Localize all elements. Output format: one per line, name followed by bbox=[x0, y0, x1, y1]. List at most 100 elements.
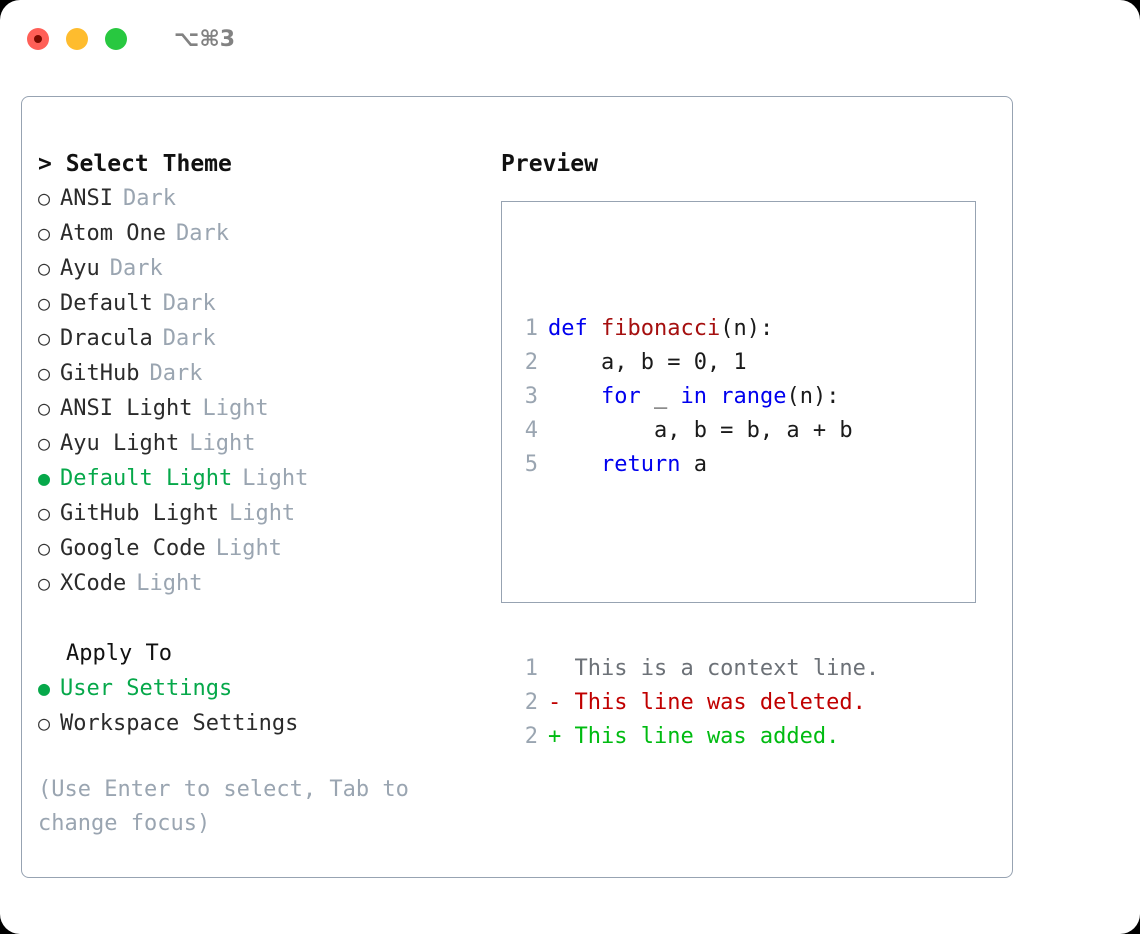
theme-option-label: Ayu bbox=[60, 256, 100, 281]
close-icon bbox=[34, 35, 42, 43]
close-button[interactable] bbox=[27, 28, 49, 50]
theme-option-label: ANSI Light bbox=[60, 396, 193, 421]
diff-text: - This line was deleted. bbox=[548, 690, 866, 715]
theme-option-kind: Dark bbox=[175, 221, 229, 246]
radio-unselected-icon: ○ bbox=[38, 396, 51, 420]
theme-option-kind: Dark bbox=[149, 361, 203, 386]
code-token: (n): bbox=[786, 384, 840, 409]
apply-to-title: Apply To bbox=[66, 641, 172, 666]
apply-to-option-user-settings[interactable]: ● User Settings bbox=[38, 671, 478, 706]
theme-option-ansi-light[interactable]: ○ ANSI Light Light bbox=[38, 391, 478, 426]
theme-option-label: ANSI bbox=[60, 186, 113, 211]
radio-selected-icon: ● bbox=[38, 466, 51, 490]
radio-unselected-icon: ○ bbox=[38, 431, 51, 455]
code-blank-line bbox=[516, 550, 879, 584]
radio-unselected-icon: ○ bbox=[38, 571, 51, 595]
keyboard-hint: (Use Enter to select, Tab to change focu… bbox=[38, 777, 409, 836]
theme-option-google-code[interactable]: ○ Google Code Light bbox=[38, 531, 478, 566]
radio-unselected-icon: ○ bbox=[38, 361, 51, 385]
theme-option-label: Google Code bbox=[60, 536, 206, 561]
apply-to-option-list: ● User Settings ○Workspace Settings bbox=[38, 671, 478, 741]
diff-line: 1 This is a context line. bbox=[516, 652, 879, 686]
line-number: 2 bbox=[524, 690, 538, 715]
code-token: for bbox=[600, 384, 641, 409]
theme-option-label: XCode bbox=[60, 571, 127, 596]
code-token: return bbox=[600, 452, 681, 477]
theme-option-label: Dracula bbox=[60, 326, 153, 351]
code-token: _ bbox=[640, 384, 681, 409]
theme-option-default-light[interactable]: ● Default Light Light bbox=[38, 461, 478, 496]
theme-option-label: Ayu Light bbox=[60, 431, 180, 456]
apply-to-option-label: Workspace Settings bbox=[60, 711, 299, 736]
theme-option-kind: Light bbox=[228, 501, 296, 526]
minimize-button[interactable] bbox=[66, 28, 88, 50]
theme-option-kind: Dark bbox=[162, 326, 216, 351]
code-token bbox=[548, 452, 601, 477]
code-token: (n): bbox=[720, 316, 774, 341]
theme-option-label: GitHub Light bbox=[60, 501, 219, 526]
code-token: a, b = 0, 1 bbox=[548, 350, 747, 375]
theme-option-ayu[interactable]: ○ Ayu Dark bbox=[38, 251, 478, 286]
line-number: 1 bbox=[524, 316, 538, 341]
keyboard-shortcut-label: ⌥⌘3 bbox=[174, 26, 236, 52]
diff-line: 2 - This line was deleted. bbox=[516, 686, 879, 720]
theme-option-xcode[interactable]: ○ XCode Light bbox=[38, 566, 478, 601]
spacer bbox=[38, 601, 478, 637]
radio-unselected-icon: ○ bbox=[38, 186, 51, 210]
code-token: def bbox=[548, 316, 601, 341]
apply-to-option-workspace-settings[interactable]: ○Workspace Settings bbox=[38, 706, 478, 741]
page-title: > Select Theme bbox=[38, 151, 232, 177]
radio-unselected-icon: ○ bbox=[38, 536, 51, 560]
code-token: a, b = b, a + b bbox=[548, 418, 853, 443]
maximize-button[interactable] bbox=[105, 28, 127, 50]
code-line: 4 a, b = b, a + b bbox=[516, 414, 879, 448]
radio-unselected-icon: ○ bbox=[38, 221, 51, 245]
preview-title: Preview bbox=[501, 151, 598, 177]
line-number: 5 bbox=[524, 452, 538, 477]
apply-to-option-label: User Settings bbox=[60, 676, 233, 701]
theme-option-kind: Light bbox=[202, 396, 269, 421]
theme-option-kind: Light bbox=[189, 431, 256, 456]
code-line: 2 a, b = 0, 1 bbox=[516, 346, 879, 380]
theme-option-ansi[interactable]: ○ ANSI Dark bbox=[38, 181, 478, 216]
theme-option-github[interactable]: ○ GitHub Dark bbox=[38, 356, 478, 391]
theme-option-kind: Dark bbox=[162, 291, 216, 316]
diff-lines: 1 This is a context line. 2 - This line wa… bbox=[516, 652, 879, 754]
theme-option-label: Default Light bbox=[60, 466, 233, 491]
theme-option-kind: Light bbox=[136, 571, 203, 596]
radio-unselected-icon: ○ bbox=[38, 291, 51, 315]
code-line: 5 return a bbox=[516, 448, 879, 482]
theme-option-default[interactable]: ○ Default Dark bbox=[38, 286, 478, 321]
theme-option-kind: Dark bbox=[109, 256, 163, 281]
theme-option-kind: Dark bbox=[122, 186, 176, 211]
code-line: 3 for _ in range(n): bbox=[516, 380, 879, 414]
title-bar: ⌥⌘3 bbox=[0, 0, 1140, 78]
theme-option-kind: Light bbox=[215, 536, 282, 561]
diff-text: This is a context line. bbox=[548, 656, 880, 681]
line-number: 2 bbox=[524, 350, 538, 375]
theme-option-ayu-light[interactable]: ○ Ayu Light Light bbox=[38, 426, 478, 461]
code-line: 1 def fibonacci(n): bbox=[516, 312, 879, 346]
code-token: range bbox=[720, 384, 787, 409]
line-number: 4 bbox=[524, 418, 538, 443]
radio-unselected-icon: ○ bbox=[38, 256, 51, 280]
theme-option-kind: Light bbox=[242, 466, 309, 491]
diff-line: 2+ This line was added. bbox=[516, 720, 879, 754]
theme-option-label: GitHub bbox=[60, 361, 140, 386]
radio-selected-icon: ● bbox=[38, 676, 51, 700]
code-token: fibonacci bbox=[600, 316, 721, 341]
code-token: in bbox=[680, 384, 707, 409]
theme-option-label: Default bbox=[60, 291, 153, 316]
code-token: a bbox=[680, 452, 707, 477]
diff-text: + This line was added. bbox=[548, 724, 840, 749]
